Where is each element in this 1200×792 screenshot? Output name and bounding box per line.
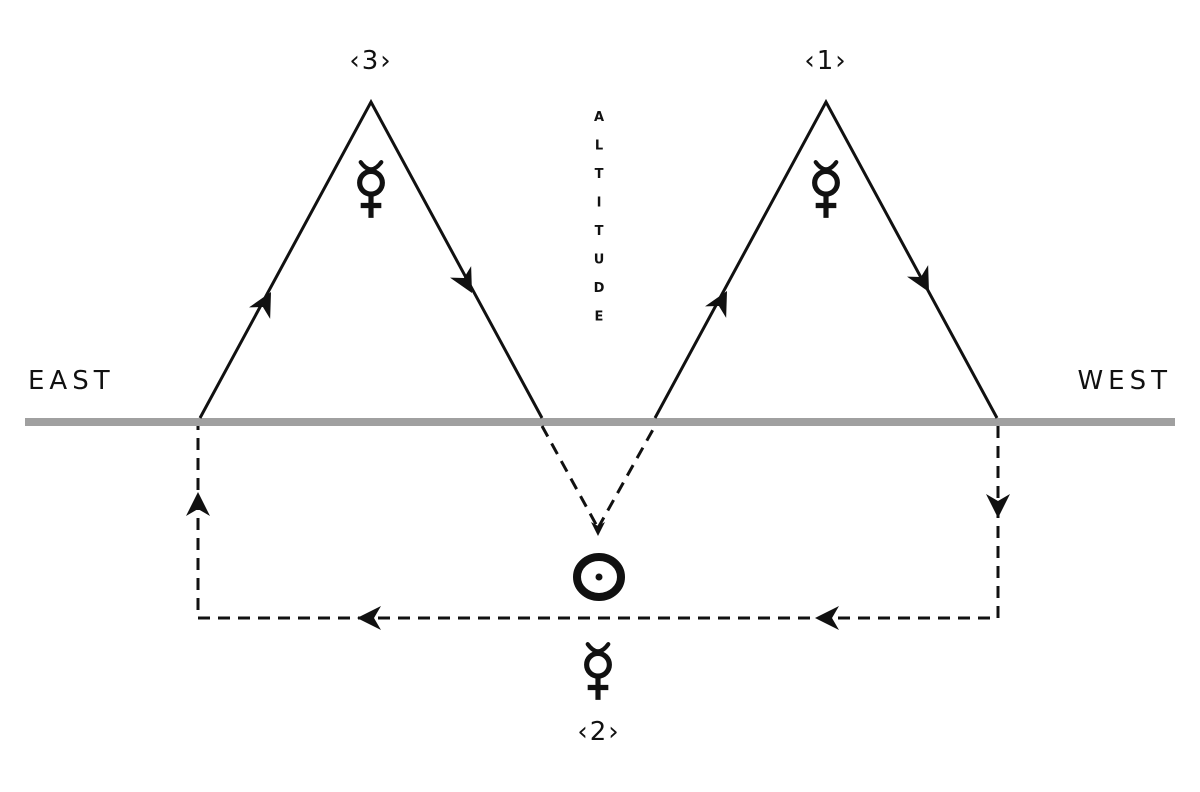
altitude-letter: D xyxy=(594,281,605,296)
mercury-symbol-icon xyxy=(815,162,838,218)
altitude-letter: L xyxy=(595,139,603,154)
altitude-letter: A xyxy=(594,110,604,125)
altitude-letter: T xyxy=(595,224,604,239)
arrow-down-right-peak3 xyxy=(450,266,472,293)
arrow-left-bottom-left xyxy=(357,606,381,630)
sun-symbol-icon xyxy=(573,553,625,601)
path-below-loop xyxy=(196,426,1000,620)
position-2-label: ‹2› xyxy=(577,717,620,747)
arrow-up-left-peak3 xyxy=(249,292,271,319)
mercury-symbol-icon xyxy=(360,162,383,218)
arrow-down-to-sun xyxy=(591,522,605,536)
arrow-down-right-peak1 xyxy=(907,265,929,292)
altitude-letter: I xyxy=(597,196,602,211)
path-peak-1 xyxy=(653,98,999,419)
mercury-symbol-icon xyxy=(587,644,610,700)
east-label: EAST xyxy=(28,366,115,396)
position-1-label: ‹1› xyxy=(804,46,847,76)
position-3-label: ‹3› xyxy=(349,46,392,76)
path-below-left-drop xyxy=(540,425,600,529)
altitude-letter: T xyxy=(595,167,604,182)
west-label: WEST xyxy=(1077,366,1172,396)
altitude-letter: E xyxy=(595,310,604,325)
altitude-letter: U xyxy=(594,253,605,268)
path-peak-3 xyxy=(198,98,544,419)
path-below-right-drop xyxy=(596,425,657,529)
arrow-up-east xyxy=(186,492,210,516)
arrow-left-bottom-right xyxy=(815,606,839,630)
arrow-up-left-peak1 xyxy=(705,291,727,318)
arrow-down-west xyxy=(986,494,1010,518)
